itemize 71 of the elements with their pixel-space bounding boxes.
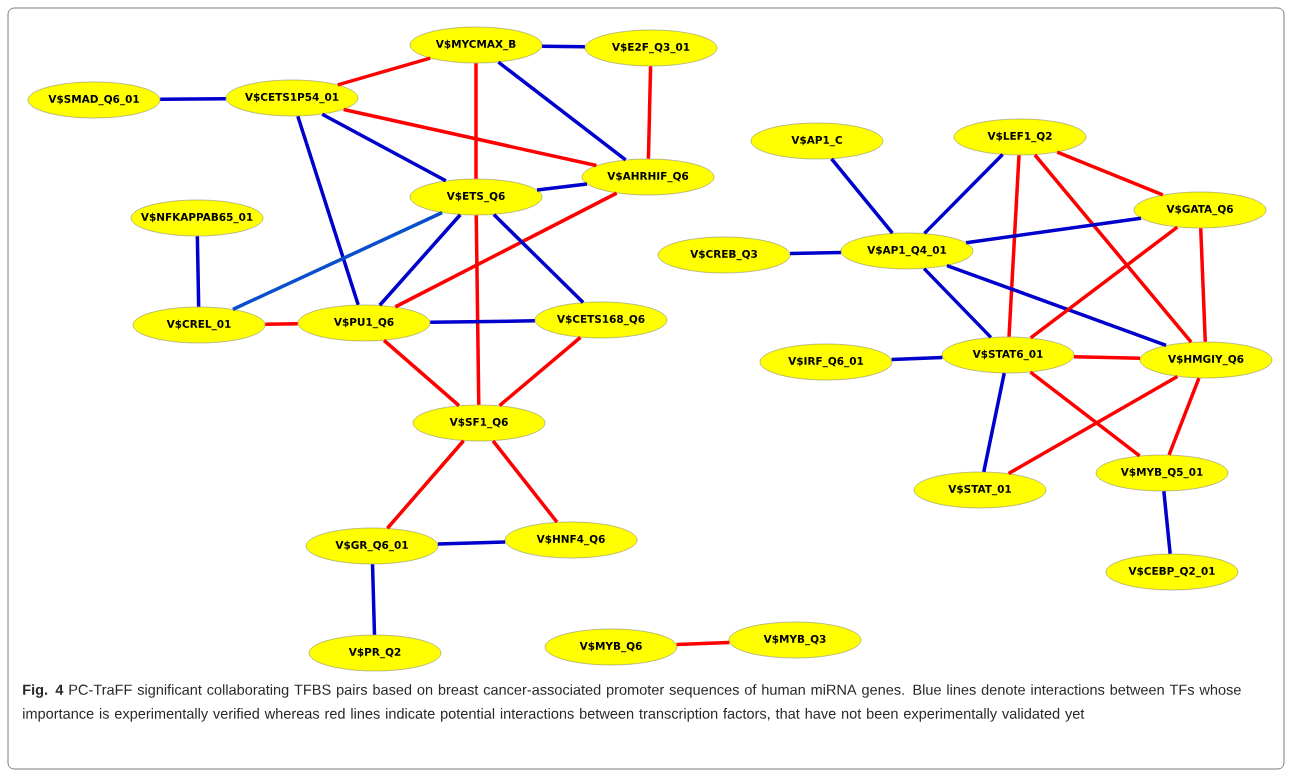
connector-line — [492, 213, 585, 304]
ellipse-node: V$AP1_C — [750, 122, 884, 160]
connector-line — [891, 355, 943, 362]
connector-line — [474, 215, 481, 405]
connector-line — [1033, 153, 1193, 344]
connector-line — [437, 540, 506, 546]
connector-line — [232, 211, 443, 311]
connector-line — [1162, 491, 1172, 554]
ellipse-node: V$MYB_Q6 — [544, 628, 678, 666]
connector-line — [1056, 150, 1164, 197]
connector-line — [430, 319, 535, 324]
connector-line — [982, 372, 1006, 473]
connector-line — [965, 216, 1142, 245]
ellipse-node: V$SMAD_Q6_01 — [27, 81, 161, 119]
connector-line — [498, 336, 582, 407]
connector-line — [1199, 228, 1207, 342]
connector-line — [491, 439, 559, 524]
connector-line — [1029, 370, 1141, 458]
connector-line — [474, 63, 478, 179]
connector-line — [1007, 155, 1021, 337]
connector-line — [542, 44, 585, 49]
connector-line — [343, 107, 597, 168]
connector-line — [265, 322, 298, 326]
ellipse-node: V$GR_Q6_01 — [305, 527, 439, 565]
connector-line — [676, 640, 730, 647]
ellipse-node: V$GATA_Q6 — [1133, 191, 1267, 229]
ellipse-node: V$MYCMAX_B — [409, 26, 543, 64]
connector-line — [394, 191, 618, 309]
ellipse-node: V$CEBP_Q2_01 — [1105, 553, 1239, 591]
connector-line — [1073, 354, 1141, 361]
figure-caption: Fig. 4 PC-TraFF significant collaborating TFBS pairs based on breast cancer-associated promoter sequences of human miRNA genes. Blue lines denote interactions between TFs whose importance is experimentally verified whereas red lines indicate potential interactions between transcription factors, that have not been experimentally validated yet — [23, 684, 1241, 722]
ellipse-node: V$SF1_Q6 — [412, 404, 546, 442]
connector-line — [370, 564, 377, 635]
connector-line — [1167, 377, 1201, 456]
ellipse-node: V$HNF4_Q6 — [504, 521, 638, 559]
connector-line — [321, 112, 447, 183]
ellipse-node: V$CETS168_Q6 — [534, 301, 668, 339]
ellipse-node: V$CREB_Q3 — [657, 236, 791, 274]
connector-line — [195, 236, 201, 307]
ellipse-node: V$LEF1_Q2 — [953, 118, 1087, 156]
ellipse-node: V$ETS_Q6 — [409, 178, 543, 216]
ellipse-node: V$STAT_01 — [913, 471, 1047, 509]
ellipse-node: V$PR_Q2 — [308, 634, 442, 672]
connector-line — [830, 157, 894, 235]
connector-line — [536, 182, 588, 192]
ellipse-node: V$HMGIY_Q6 — [1139, 341, 1273, 379]
connector-line — [946, 263, 1167, 348]
connector-line — [1007, 374, 1179, 476]
connector-line — [160, 96, 226, 102]
ellipse-node: V$CREL_01 — [132, 306, 266, 344]
ellipse-node: V$E2F_Q3_01 — [584, 29, 718, 67]
connector-line — [790, 250, 841, 256]
ellipse-node: V$CETS1P54_01 — [225, 79, 359, 117]
connector-line — [382, 339, 461, 407]
connector-line — [296, 115, 360, 306]
connector-line — [497, 60, 627, 162]
connector-line — [646, 66, 653, 159]
ellipse-node: V$AHRHIF_Q6 — [581, 158, 715, 196]
ellipse-node: V$STAT6_01 — [941, 336, 1075, 374]
ellipse-node: V$PU1_Q6 — [297, 304, 431, 342]
ellipse-node: V$MYB_Q5_01 — [1095, 454, 1229, 492]
ellipse-node: V$AP1_Q4_01 — [840, 232, 974, 270]
connector-line — [923, 153, 1004, 235]
connector-line — [378, 213, 462, 307]
ellipse-node: V$NFKAPPAB65_01 — [130, 199, 264, 237]
ellipse-node: V$IRF_Q6_01 — [759, 343, 893, 381]
connector-line — [337, 56, 431, 87]
connector-line — [1029, 225, 1179, 340]
connector-line — [922, 267, 993, 339]
connector-line — [386, 439, 465, 530]
ellipse-node: V$MYB_Q3 — [728, 621, 862, 659]
